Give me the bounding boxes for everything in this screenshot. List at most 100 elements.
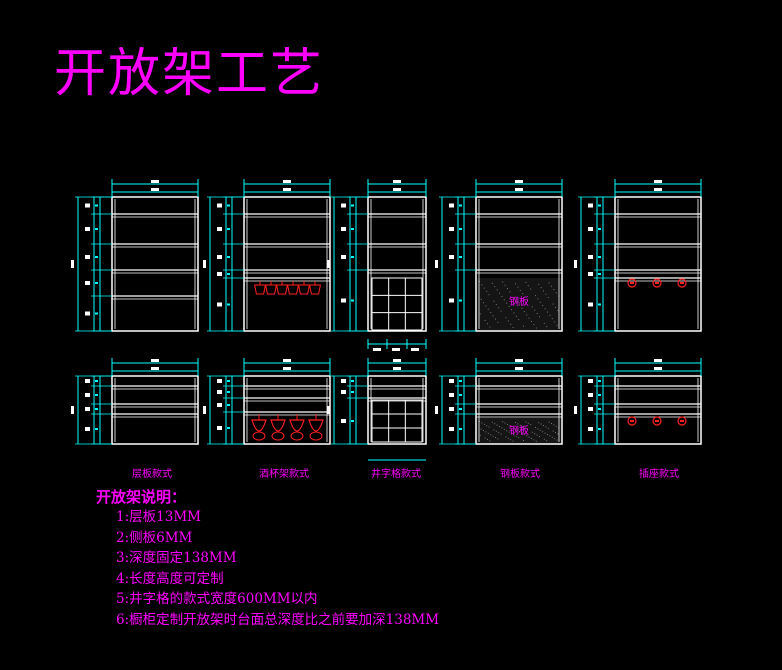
steel-speckle — [539, 316, 540, 318]
steel-speckle — [500, 310, 502, 312]
dimension-text — [393, 180, 401, 183]
dimension-text — [85, 427, 90, 431]
steel-speckle — [502, 421, 504, 423]
steel-speckle — [523, 440, 524, 441]
dimension-text — [654, 188, 662, 191]
steel-speckle — [512, 440, 514, 442]
steel-speckle — [526, 435, 528, 437]
steel-speckle — [510, 439, 512, 441]
steel-speckle — [545, 293, 547, 295]
steel-speckle — [537, 298, 539, 300]
steel-speckle — [493, 429, 495, 431]
dimension-text — [203, 260, 206, 268]
steel-speckle — [535, 427, 536, 428]
dimension-text — [654, 180, 662, 183]
dimension-text — [85, 311, 90, 316]
caption-steel-plate-style: 钢板款式 — [500, 469, 540, 480]
steel-speckle — [540, 287, 542, 289]
steel-speckle — [531, 431, 533, 433]
wine-glass-icon — [286, 284, 300, 295]
dimension-text — [95, 256, 98, 258]
dimension-text — [71, 406, 74, 414]
steel-speckle — [515, 435, 517, 437]
steel-speckle — [517, 286, 519, 288]
note-item: 2:侧板6MM — [116, 529, 193, 546]
notes-heading: 开放架说明： — [96, 488, 187, 506]
dimension-text — [85, 203, 90, 208]
steel-speckle — [554, 321, 556, 323]
dimension-text — [283, 180, 291, 183]
steel-speckle — [506, 302, 508, 304]
steel-speckle — [490, 312, 492, 314]
steel-speckle — [552, 303, 554, 305]
steel-speckle — [501, 427, 503, 429]
steel-speckle — [479, 421, 480, 422]
dimension-text — [151, 367, 159, 370]
dimension-text — [283, 359, 291, 362]
steel-speckle — [555, 292, 557, 294]
steel-speckle — [545, 426, 547, 428]
steel-speckle — [515, 315, 517, 317]
steel-speckle — [525, 281, 527, 283]
socket-icon — [627, 278, 637, 288]
steel-speckle — [512, 327, 514, 329]
dimension-text — [151, 188, 159, 191]
dimension-text — [598, 394, 601, 396]
steel-speckle — [499, 292, 500, 294]
wine-glass-icon — [270, 419, 286, 432]
steel-speckle — [555, 425, 557, 427]
steel-speckle — [506, 430, 508, 432]
dimension-text — [654, 367, 662, 370]
dimension-text — [227, 204, 230, 207]
steel-speckle — [490, 434, 492, 436]
steel-speckle — [495, 304, 497, 306]
caption-socket-style: 插座款式 — [639, 469, 679, 480]
dimension-text — [217, 379, 222, 383]
socket-icon — [630, 420, 634, 422]
steel-speckle — [535, 327, 537, 329]
dimension-text — [341, 298, 346, 303]
dimension-text — [217, 390, 222, 394]
steel-speckle — [539, 436, 540, 437]
dimension-text — [351, 420, 354, 422]
steel-speckle — [523, 325, 524, 327]
steel-speckle — [552, 430, 554, 432]
steel-plate-label: 钢板 — [509, 295, 529, 308]
dimension-text — [459, 380, 462, 382]
steel-speckle — [527, 285, 529, 287]
socket-icon — [655, 420, 659, 422]
steel-speckle — [527, 299, 528, 301]
notes-list: 1:层板13MM 2:侧板6MM 3:深度固定138MM 4:长度高度可定制 5… — [96, 507, 439, 630]
steel-speckle — [507, 320, 509, 322]
steel-speckle — [507, 288, 508, 290]
steel-speckle — [546, 326, 548, 328]
steel-speckle — [522, 426, 524, 428]
steel-speckle — [494, 286, 496, 288]
steel-speckle — [557, 433, 559, 435]
dimension-text — [393, 188, 401, 191]
steel-speckle — [542, 431, 544, 433]
steel-speckle — [531, 438, 532, 439]
steel-speckle — [525, 421, 527, 423]
socket-icon — [680, 420, 684, 422]
steel-speckle — [509, 291, 511, 293]
dimension-text — [588, 302, 593, 307]
caption-glass-rack-style: 酒杯架款式 — [259, 469, 309, 480]
steel-speckle — [523, 433, 525, 435]
steel-speckle — [534, 309, 536, 311]
steel-speckle — [510, 323, 512, 325]
steel-speckle — [551, 285, 552, 287]
dimension-text — [588, 427, 593, 431]
dimension-text — [598, 273, 601, 275]
dimension-text — [654, 359, 662, 362]
dimension-text — [85, 255, 90, 259]
steel-speckle — [507, 424, 508, 425]
socket-icon — [677, 278, 687, 288]
grid-compartment — [371, 277, 423, 331]
steel-speckle — [548, 282, 550, 284]
dimension-text — [435, 406, 438, 414]
dimension-text — [598, 303, 601, 306]
cabinet-frame — [111, 375, 199, 445]
dimension-text — [449, 298, 454, 303]
dimension-text — [598, 204, 601, 207]
